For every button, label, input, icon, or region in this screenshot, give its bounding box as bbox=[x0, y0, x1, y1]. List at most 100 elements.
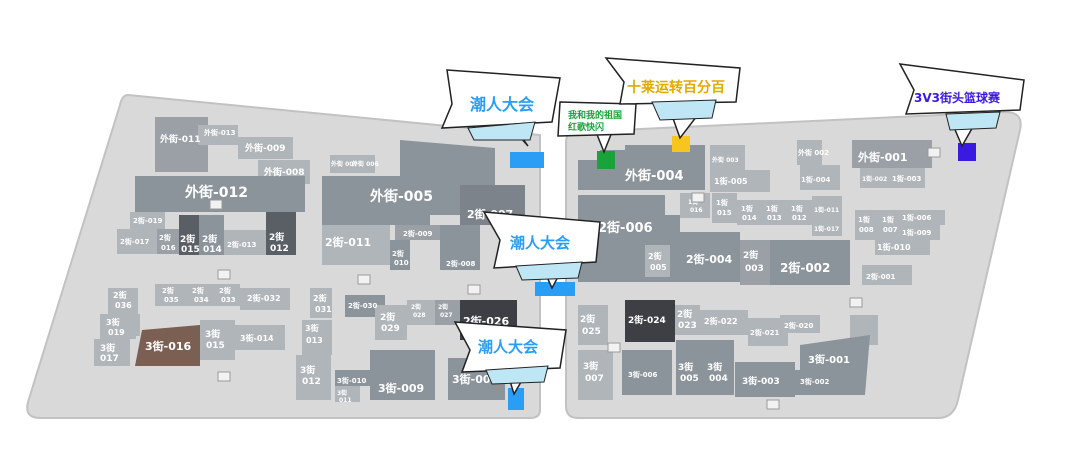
block-j2_004[interactable] bbox=[680, 232, 740, 282]
block-n1_007[interactable] bbox=[880, 210, 900, 240]
block-wj013[interactable] bbox=[198, 125, 238, 145]
block-j2_003[interactable] bbox=[740, 240, 770, 285]
block-j2_005[interactable] bbox=[645, 245, 670, 277]
block-j2_036[interactable] bbox=[108, 288, 138, 314]
block-n3_001[interactable] bbox=[800, 335, 870, 395]
block-j2_033[interactable] bbox=[215, 284, 240, 306]
block-j2_016[interactable] bbox=[157, 229, 179, 254]
label-j2_032: 2街-032 bbox=[247, 293, 281, 303]
event-marker-3v3[interactable] bbox=[958, 143, 976, 161]
block-j2_025[interactable] bbox=[578, 305, 608, 345]
block-n3_013[interactable] bbox=[302, 320, 332, 355]
label-j2_014b: 014 bbox=[203, 245, 222, 255]
block-wj003s[interactable] bbox=[710, 145, 745, 170]
block-n1_013[interactable] bbox=[762, 200, 787, 225]
callout-woheguo[interactable]: 我和我的祖国 红歌快闪 bbox=[557, 101, 637, 155]
block-j2_014[interactable] bbox=[199, 215, 224, 255]
block-n1_008[interactable] bbox=[855, 210, 880, 240]
block-n1_010[interactable] bbox=[875, 240, 930, 255]
callout-chaoren-3[interactable]: 潮人大会 bbox=[453, 321, 567, 396]
block-n3_006[interactable] bbox=[622, 350, 672, 395]
block-j2_011[interactable] bbox=[322, 225, 390, 265]
event-marker-shilai[interactable] bbox=[672, 136, 690, 152]
block-n3_002[interactable] bbox=[795, 370, 845, 395]
callout-chaoren-1[interactable]: 潮人大会 bbox=[440, 69, 561, 147]
callout-chaoren-2[interactable]: 潮人大会 bbox=[482, 211, 601, 290]
block-n3_014[interactable] bbox=[235, 325, 285, 350]
block-j2_035[interactable] bbox=[155, 284, 185, 306]
block-n3_004[interactable] bbox=[704, 340, 734, 395]
block-n3_016[interactable] bbox=[135, 325, 200, 366]
block-j2_027[interactable] bbox=[435, 300, 460, 325]
block-j2_013[interactable] bbox=[224, 230, 266, 255]
block-wj005[interactable] bbox=[322, 140, 495, 225]
block-j2_010[interactable] bbox=[390, 240, 410, 270]
block-n1_015[interactable] bbox=[712, 193, 737, 223]
label-wj009: 外街-009 bbox=[244, 142, 286, 154]
block-n3_009[interactable] bbox=[370, 350, 435, 400]
label-n1_004: 1街-004 bbox=[801, 175, 831, 184]
block-n1_009[interactable] bbox=[900, 225, 940, 240]
block-n3_018[interactable] bbox=[100, 324, 136, 339]
event-marker-chaoren-3[interactable] bbox=[508, 388, 524, 410]
block-n1_002[interactable] bbox=[860, 168, 890, 188]
label-n1_014b: 014 bbox=[742, 214, 757, 222]
block-wj007s[interactable] bbox=[330, 155, 350, 173]
block-n3_012[interactable] bbox=[296, 355, 331, 400]
block-n1_011[interactable] bbox=[812, 196, 842, 221]
block-j2_031[interactable] bbox=[310, 288, 332, 318]
event-marker-chaoren-2[interactable] bbox=[535, 282, 575, 296]
callout-banner-shape bbox=[898, 63, 1025, 115]
block-n1_017[interactable] bbox=[812, 221, 842, 236]
block-n3_017[interactable] bbox=[94, 339, 130, 366]
block-j2_022[interactable] bbox=[700, 310, 748, 335]
block-n1_003[interactable] bbox=[890, 168, 925, 188]
callout-3v3[interactable]: 3V3街头篮球赛 bbox=[898, 63, 1025, 148]
block-n3_010[interactable] bbox=[335, 370, 375, 386]
block-j2_019[interactable] bbox=[130, 212, 165, 229]
block-n3_015[interactable] bbox=[200, 320, 235, 360]
block-n1_014[interactable] bbox=[737, 200, 762, 225]
label-n1_005: 1街-005 bbox=[714, 176, 748, 186]
block-j2_024[interactable] bbox=[625, 300, 675, 342]
block-n1_012[interactable] bbox=[787, 200, 812, 225]
block-n3_007[interactable] bbox=[578, 350, 613, 400]
block-j2_009[interactable] bbox=[395, 225, 440, 240]
label-j2_035a: 2街 bbox=[162, 286, 174, 295]
block-n1_005[interactable] bbox=[710, 170, 770, 192]
label-n3_019b: 019 bbox=[108, 328, 125, 337]
block-j2_017[interactable] bbox=[117, 229, 157, 254]
label-n3_007b: 007 bbox=[585, 374, 604, 384]
label-n3_004b: 004 bbox=[709, 374, 728, 384]
label-j2_027b: 027 bbox=[440, 312, 453, 319]
block-j2_008[interactable] bbox=[440, 225, 480, 270]
block-wj001[interactable] bbox=[852, 140, 932, 168]
callout-ribbon bbox=[485, 365, 549, 385]
block-j2_029[interactable] bbox=[375, 305, 407, 340]
block-n1_006[interactable] bbox=[900, 210, 945, 225]
callout-title: 潮人大会 bbox=[510, 234, 570, 252]
label-j2_031a: 2街 bbox=[313, 293, 327, 303]
label-n1_016b: 016 bbox=[690, 207, 703, 214]
label-n1_002: 1街-002 bbox=[862, 175, 887, 183]
block-j2_034[interactable] bbox=[185, 284, 215, 306]
block-n1_004[interactable] bbox=[800, 165, 840, 190]
label-j2_034b: 034 bbox=[194, 296, 209, 304]
block-j2_020[interactable] bbox=[780, 315, 820, 333]
callout-shilai[interactable]: 十莱运转百分百 bbox=[604, 57, 741, 140]
block-j2_015[interactable] bbox=[179, 215, 199, 255]
event-marker-woheguo[interactable] bbox=[597, 151, 615, 169]
block-j2_012[interactable] bbox=[266, 212, 296, 255]
block-j2_001[interactable] bbox=[862, 265, 912, 285]
event-marker-chaoren-1[interactable] bbox=[510, 152, 544, 168]
label-n3_009: 3街-009 bbox=[378, 381, 424, 395]
block-j2_028[interactable] bbox=[407, 300, 435, 325]
block-wj009[interactable] bbox=[238, 137, 293, 159]
block-wj006s[interactable] bbox=[350, 155, 375, 173]
block-j2_032[interactable] bbox=[240, 288, 290, 310]
block-j2_023[interactable] bbox=[675, 305, 700, 335]
block-n3_003[interactable] bbox=[735, 362, 795, 397]
block-n3_005[interactable] bbox=[676, 340, 704, 395]
block-j2_002[interactable] bbox=[770, 240, 850, 285]
block-wj002s[interactable] bbox=[797, 140, 822, 165]
